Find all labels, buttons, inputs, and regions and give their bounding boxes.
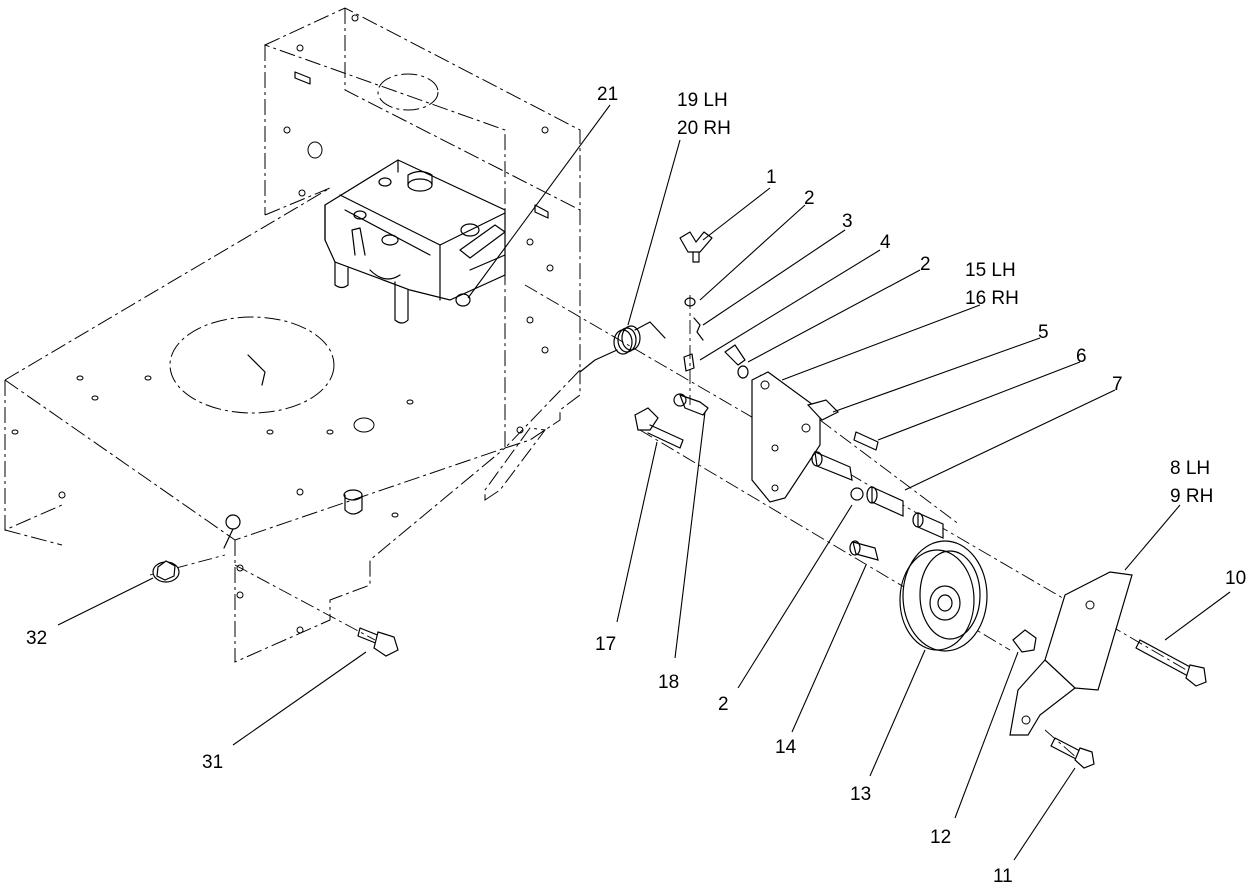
callout-31: 31 — [202, 752, 223, 773]
callout-20-rh: 20 RH — [677, 118, 731, 139]
idler-arm — [751, 371, 821, 503]
cotter-pin — [724, 344, 746, 366]
callout-32: 32 — [26, 628, 47, 649]
frame-bolt — [294, 71, 311, 85]
callout-13: 13 — [850, 784, 871, 805]
idler-pulley — [899, 540, 988, 652]
callout-9-rh: 9 RH — [1170, 486, 1213, 507]
hydrostatic-transmission — [324, 159, 506, 324]
bolt — [1050, 737, 1095, 769]
sleeve — [811, 451, 853, 481]
belt-guide-bracket — [1009, 571, 1133, 736]
callout-14: 14 — [775, 737, 797, 758]
spacer — [806, 399, 840, 421]
chassis-frame-phantom — [4, 7, 581, 663]
callout-8-lh: 8 LH — [1170, 458, 1210, 479]
hex-nut — [1012, 629, 1037, 653]
callout-2-mid: 2 — [920, 254, 931, 275]
callout-2-low: 2 — [718, 694, 729, 715]
leader-lines — [57, 104, 1231, 861]
callout-15-lh: 15 LH — [965, 260, 1016, 281]
bearing-spacer — [849, 540, 879, 561]
callout-1: 1 — [766, 167, 777, 188]
callout-7: 7 — [1112, 374, 1123, 395]
pivot-bushing — [673, 393, 709, 416]
torsion-spring — [579, 321, 666, 373]
washer — [850, 487, 864, 501]
pin — [853, 431, 879, 451]
pivot-block — [683, 353, 695, 372]
callout-12: 12 — [930, 827, 951, 848]
spacer-tube — [866, 486, 944, 539]
callout-11: 11 — [993, 866, 1013, 887]
callout-18: 18 — [658, 672, 679, 693]
callout-labels: 21 19 LH 20 RH 1 2 3 4 2 15 LH 16 RH 5 6… — [26, 84, 1246, 887]
flange-nut — [152, 560, 180, 583]
callout-5: 5 — [1038, 322, 1049, 343]
callout-3: 3 — [842, 211, 853, 232]
washer — [684, 297, 696, 307]
callout-16-rh: 16 RH — [965, 288, 1019, 309]
callout-17: 17 — [595, 634, 616, 655]
spring-clip — [693, 317, 704, 341]
callout-6: 6 — [1076, 346, 1087, 367]
callout-4: 4 — [880, 232, 891, 253]
flange-bolt — [357, 627, 399, 657]
callout-2-top: 2 — [804, 188, 815, 209]
callout-21: 21 — [597, 84, 618, 105]
long-bolt — [1135, 639, 1207, 687]
washer — [737, 365, 749, 379]
callout-19-lh: 19 LH — [677, 90, 728, 111]
carriage-bolt — [634, 407, 684, 449]
frame-holes — [11, 14, 554, 634]
wing-nut — [679, 231, 713, 263]
callout-10: 10 — [1225, 568, 1246, 589]
frame-bolt — [534, 204, 549, 219]
